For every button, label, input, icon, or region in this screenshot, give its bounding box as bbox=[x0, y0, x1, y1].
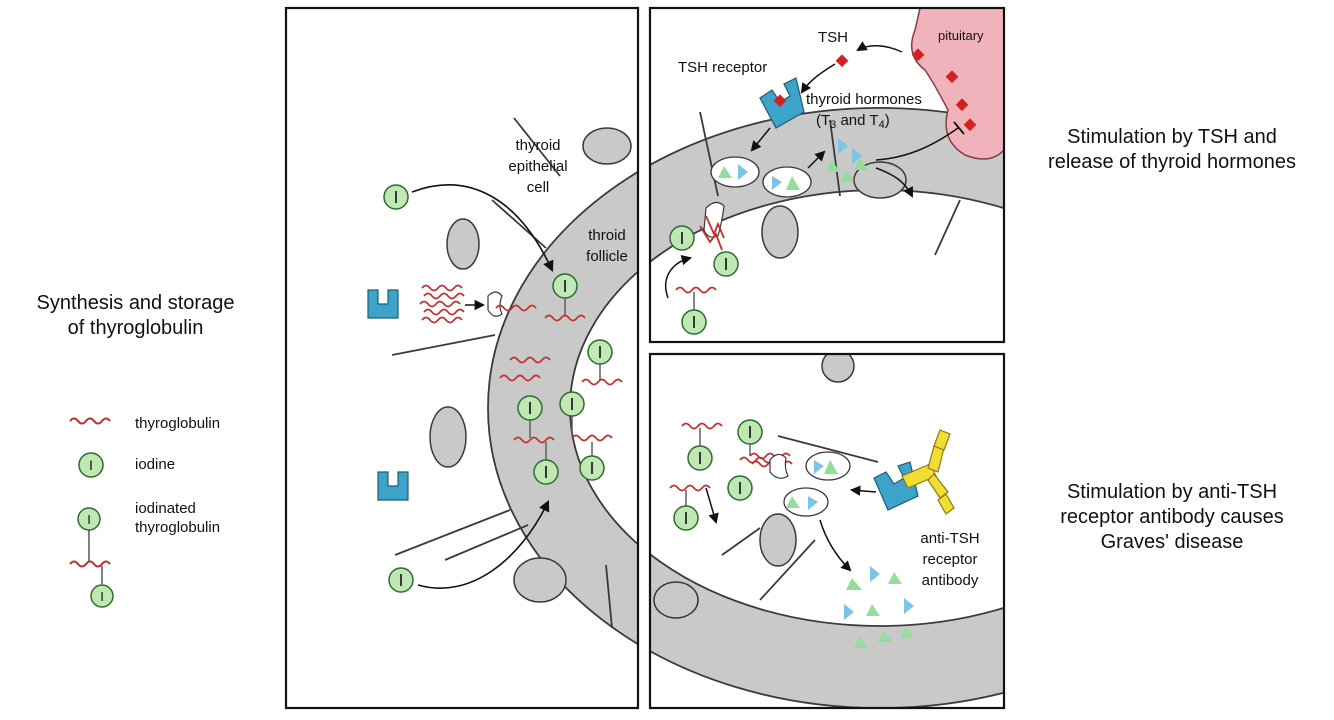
exocytosis-vesicle-a bbox=[487, 291, 503, 317]
anti-tsh-antibody bbox=[901, 429, 955, 515]
caption-synthesis-line1: Synthesis and storage bbox=[36, 292, 235, 314]
iodine-b-1 bbox=[669, 225, 695, 251]
iodinated-tg-3 bbox=[513, 395, 559, 485]
iodinated-tg-4 bbox=[559, 391, 605, 481]
label-tsh-receptor: TSH receptor bbox=[678, 59, 767, 76]
panel-graves: anti-TSH receptor antibody bbox=[648, 352, 1006, 710]
panel-synthesis: thyroid epithelial cell throid follicle bbox=[284, 6, 640, 710]
legend-thyroglobulin-label: thyroglobulin bbox=[135, 415, 221, 432]
caption-tsh: Stimulation by TSH and release of thyroi… bbox=[1012, 125, 1332, 175]
iodinated-tg-c1 bbox=[681, 422, 723, 471]
caption-graves-line1: Stimulation by anti-TSH bbox=[1066, 481, 1278, 503]
legend-iodine-letter: I bbox=[89, 457, 93, 473]
label-follicle-line1: throid bbox=[588, 227, 626, 244]
caption-synthesis-line2: of thyroglobulin bbox=[67, 317, 204, 339]
label-epithelial-line3: cell bbox=[527, 179, 550, 196]
panel-tsh-frame bbox=[648, 6, 1006, 344]
panel-tsh: pituitary TSH TSH receptor thyroid hormo… bbox=[648, 6, 1006, 344]
receptor-a2 bbox=[377, 471, 409, 501]
receptor-a1 bbox=[367, 289, 399, 319]
label-hormones-line1: thyroid hormones bbox=[806, 91, 922, 108]
caption-synthesis: Synthesis and storage of thyroglobulin bbox=[8, 291, 263, 341]
legend-iodine-icon: I bbox=[78, 452, 104, 478]
label-pituitary: pituitary bbox=[938, 28, 984, 43]
panel-synthesis-frame bbox=[284, 6, 640, 710]
legend-iodinated-line1: iodinated bbox=[135, 500, 196, 517]
iodine-a-bottom bbox=[388, 567, 414, 593]
legend-thyroglobulin-icon bbox=[69, 417, 111, 425]
legend-iodine-label: iodine bbox=[135, 456, 176, 473]
iodinated-tg-c2 bbox=[727, 419, 781, 501]
label-epithelial-line1: thyroid bbox=[515, 137, 560, 154]
label-follicle-line2: follicle bbox=[586, 248, 628, 265]
pituitary-gland bbox=[910, 8, 1004, 160]
legend-iodinated-line2: thyroglobulin bbox=[135, 519, 221, 536]
caption-graves-line2: receptor antibody causes bbox=[1060, 506, 1284, 528]
legend-iodinated-letter-bottom: I bbox=[100, 589, 104, 604]
iodinated-tg-1 bbox=[544, 273, 586, 322]
legend-iodinated-label: iodinated thyroglobulin bbox=[135, 499, 220, 537]
caption-tsh-line1: Stimulation by TSH and bbox=[1067, 126, 1277, 148]
iodinated-tg-2 bbox=[581, 339, 623, 386]
label-antibody-line3: antibody bbox=[922, 572, 979, 589]
legend-iodinated-letter-top: I bbox=[87, 512, 91, 527]
label-antibody-line2: receptor bbox=[922, 551, 977, 568]
caption-tsh-line2: release of thyroid hormones bbox=[1048, 151, 1296, 173]
label-epithelial-line2: epithelial bbox=[508, 158, 567, 175]
iodinated-tg-c3 bbox=[669, 484, 711, 531]
iodine-b-3 bbox=[681, 309, 707, 335]
panel-graves-frame bbox=[648, 352, 1006, 710]
label-antibody-line1: anti-TSH bbox=[920, 530, 979, 547]
iodine-b-2 bbox=[713, 251, 739, 277]
follicle-ring-c bbox=[650, 354, 1004, 708]
caption-graves-line3: Graves' disease bbox=[1100, 531, 1244, 553]
label-tsh: TSH bbox=[818, 29, 848, 46]
iodine-a-top bbox=[383, 184, 409, 210]
caption-graves: Stimulation by anti-TSH receptor antibod… bbox=[1012, 480, 1332, 555]
label-hormones-line2: (T3 and T4) bbox=[816, 112, 890, 131]
legend-iodinated-icon: I I bbox=[69, 507, 114, 608]
thyroglobulin-bundle-a bbox=[419, 284, 465, 324]
